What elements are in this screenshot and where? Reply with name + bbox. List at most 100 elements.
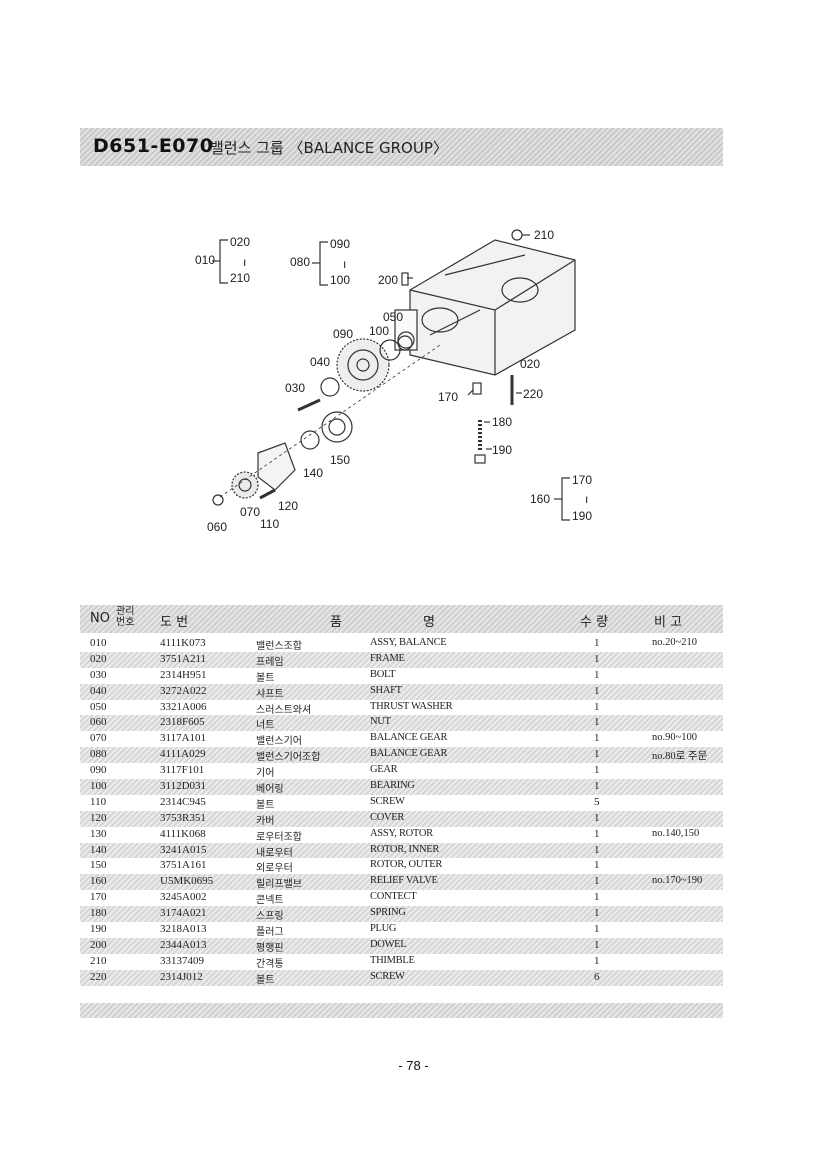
- cell-korean-name: 스프링: [256, 911, 284, 923]
- cell-english-name: THIMBLE: [370, 954, 415, 966]
- cell-no: 120: [90, 811, 107, 824]
- cell-remarks: no.170~190: [652, 875, 703, 887]
- cell-drawing-no: 3245A002: [160, 891, 207, 904]
- cell-korean-name: 기어: [256, 768, 275, 780]
- callout-100: 100: [369, 324, 390, 338]
- cell-drawing-no: 4111A029: [160, 748, 206, 761]
- header-name: 명: [423, 615, 435, 630]
- cell-remarks: no.90~100: [652, 732, 698, 744]
- cell-qty: 1: [594, 843, 600, 856]
- callout-070: 070: [240, 505, 261, 519]
- cell-drawing-no: 3174A021: [160, 907, 207, 920]
- cell-english-name: ROTOR, INNER: [370, 843, 440, 855]
- balance-gear-090: [336, 338, 390, 392]
- cell-drawing-no: 3753R351: [160, 811, 206, 824]
- cell-qty: 1: [594, 637, 600, 649]
- cell-korean-name: 스러스트와셔: [256, 704, 312, 716]
- bearing-100: [379, 339, 401, 361]
- cell-remarks: no.20~210: [652, 637, 698, 648]
- nut-060: [212, 494, 224, 506]
- cell-drawing-no: 2314C945: [160, 795, 206, 808]
- cell-qty: 1: [594, 668, 600, 681]
- callout-100-range-end: 100: [330, 273, 351, 287]
- header-item: 품: [330, 615, 342, 630]
- cell-no: 010: [90, 637, 107, 649]
- cell-english-name: PLUG: [370, 923, 397, 935]
- cell-drawing-no: 3272A022: [160, 684, 207, 697]
- cell-korean-name: 외로우터: [256, 863, 293, 875]
- cell-no: 180: [90, 907, 107, 920]
- cell-english-name: ROTOR, OUTER: [370, 859, 443, 871]
- callout-030: 030: [285, 381, 306, 395]
- cell-english-name: BEARING: [370, 780, 415, 792]
- plug-190: [474, 454, 486, 464]
- cell-korean-name: 카버: [256, 815, 275, 827]
- cell-drawing-no: 3751A161: [160, 859, 207, 872]
- callout-150: 150: [330, 453, 351, 467]
- cell-no: 080: [90, 748, 107, 761]
- cell-korean-name: 내로우터: [256, 847, 293, 859]
- cell-no: 040: [90, 684, 107, 697]
- cell-no: 220: [90, 970, 107, 983]
- cell-korean-name: 밸런스기어조합: [256, 752, 321, 764]
- group-name: 밸런스 그룹 〈BALANCE GROUP〉: [210, 139, 448, 157]
- cell-no: 200: [90, 938, 107, 951]
- cell-korean-name: 콘넥트: [256, 895, 284, 907]
- callout-090-range-start: 090: [330, 237, 351, 251]
- cell-qty: 1: [594, 811, 600, 824]
- header-qty: 수 량: [580, 615, 609, 630]
- cell-english-name: SHAFT: [370, 684, 402, 696]
- cell-drawing-no: 2314H951: [160, 668, 207, 681]
- thrust-washer-050: [397, 335, 413, 351]
- cover-120: [257, 442, 296, 491]
- cell-drawing-no: 3751A211: [160, 652, 207, 665]
- callout-190-range-end: 190: [572, 509, 593, 523]
- cell-korean-name: 베어링: [256, 784, 284, 796]
- table-footer-bar: [80, 1003, 723, 1018]
- shaft-040: [320, 377, 340, 397]
- cell-english-name: BALANCE GEAR: [370, 748, 448, 760]
- cell-korean-name: 프레임: [256, 656, 284, 668]
- callout-190: 190: [492, 443, 513, 457]
- cell-english-name: DOWEL: [370, 938, 407, 950]
- bracket-010: [219, 239, 228, 284]
- cell-english-name: BALANCE GEAR: [370, 732, 448, 744]
- cell-no: 090: [90, 764, 107, 777]
- cell-qty: 5: [594, 795, 600, 808]
- callout-180: 180: [492, 415, 513, 429]
- dowel-200: [401, 272, 409, 286]
- bracket-160: [561, 477, 570, 521]
- bolt-030: [297, 398, 321, 412]
- rotor-inner-140: [300, 430, 320, 450]
- cell-drawing-no: 3112D031: [160, 780, 207, 793]
- cell-drawing-no: 3321A006: [160, 700, 207, 713]
- cell-qty: 1: [594, 684, 600, 697]
- cell-drawing-no: 2314J012: [160, 970, 203, 983]
- cell-no: 030: [90, 668, 107, 681]
- callout-120: 120: [278, 499, 299, 513]
- cell-english-name: COVER: [370, 811, 405, 823]
- callout-200: 200: [378, 273, 399, 287]
- cell-english-name: BOLT: [370, 668, 396, 680]
- cell-qty: 1: [594, 954, 600, 967]
- cell-english-name: ASSY, ROTOR: [370, 827, 433, 839]
- cell-korean-name: 로우터조합: [256, 831, 302, 843]
- cell-korean-name: 플러그: [256, 927, 284, 939]
- cell-korean-name: 릴리프밸브: [256, 879, 302, 891]
- cell-drawing-no: 33137409: [160, 954, 204, 967]
- cell-drawing-no: 4111K068: [160, 827, 206, 840]
- cell-english-name: RELIEF VALVE: [370, 875, 438, 887]
- callout-160: 160: [530, 492, 551, 506]
